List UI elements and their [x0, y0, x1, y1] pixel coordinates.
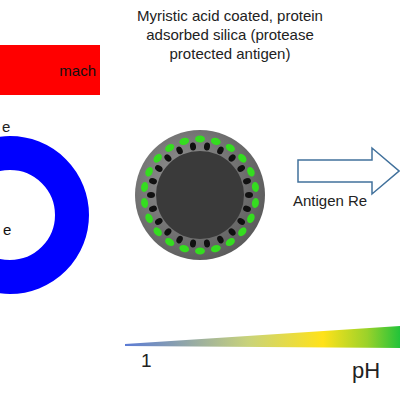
myristic-coating	[135, 130, 265, 260]
organ-label: mach	[59, 62, 96, 79]
protein-dark	[203, 239, 210, 248]
cropped-letter: e	[2, 118, 10, 135]
ph-axis-label: pH	[352, 358, 380, 384]
protein-dark	[189, 142, 196, 151]
antigen-protein	[144, 212, 155, 224]
protein-dark	[175, 146, 184, 156]
antigen-protein	[178, 137, 190, 146]
antigen-protein	[140, 198, 148, 209]
protein-dark	[216, 146, 225, 156]
antigen-protein	[152, 226, 164, 238]
ph-start: 1	[141, 350, 152, 372]
protein-dark	[216, 235, 225, 245]
ring-shape	[0, 135, 90, 295]
protein-dark	[175, 235, 184, 245]
antigen-protein	[178, 244, 190, 253]
ph-gradient-bar	[125, 326, 400, 348]
stomach-box: mach	[0, 45, 100, 95]
protein-dark	[154, 164, 164, 173]
protein-dark	[242, 177, 251, 185]
protein-dark	[148, 205, 157, 213]
protein-dark	[147, 192, 155, 198]
antigen-protein	[210, 137, 222, 146]
antigen-protein	[236, 226, 248, 238]
antigen-protein	[140, 182, 148, 193]
antigen-protein	[246, 166, 257, 178]
protein-dark	[148, 177, 157, 185]
protein-dark	[163, 153, 173, 163]
antigen-protein	[195, 136, 205, 143]
protein-dark	[242, 205, 251, 213]
silica-particle: Myristic acid coated, protein adsorbed s…	[110, 6, 350, 266]
antigen-protein	[246, 212, 257, 224]
intestine-ring: e	[0, 135, 90, 295]
protein-dark	[227, 153, 237, 163]
antigen-protein	[144, 166, 155, 178]
antigen-protein	[224, 236, 236, 247]
protein-dark	[227, 227, 237, 237]
protein-dark	[245, 192, 253, 198]
arrow-label: Antigen Re	[293, 192, 367, 209]
antigen-protein	[164, 236, 176, 247]
particle-heading: Myristic acid coated, protein adsorbed s…	[120, 6, 340, 63]
antigen-protein	[236, 152, 248, 164]
antigen-protein	[251, 198, 259, 209]
intestine-wall	[0, 153, 72, 277]
silica-core	[156, 151, 244, 239]
antigen-protein	[164, 142, 176, 153]
organ-label: e	[3, 221, 11, 238]
antigen-protein	[152, 152, 164, 164]
antigen-protein	[210, 244, 222, 253]
protein-dark	[203, 142, 210, 151]
release-arrow	[298, 148, 399, 194]
protein-dark	[236, 164, 246, 173]
antigen-protein	[251, 182, 259, 193]
antigen-protein	[224, 142, 236, 153]
protein-dark	[236, 217, 246, 226]
protein-dark	[154, 217, 164, 226]
protein-dark	[163, 227, 173, 237]
antigen-protein	[195, 248, 205, 255]
protein-dark	[189, 239, 196, 248]
